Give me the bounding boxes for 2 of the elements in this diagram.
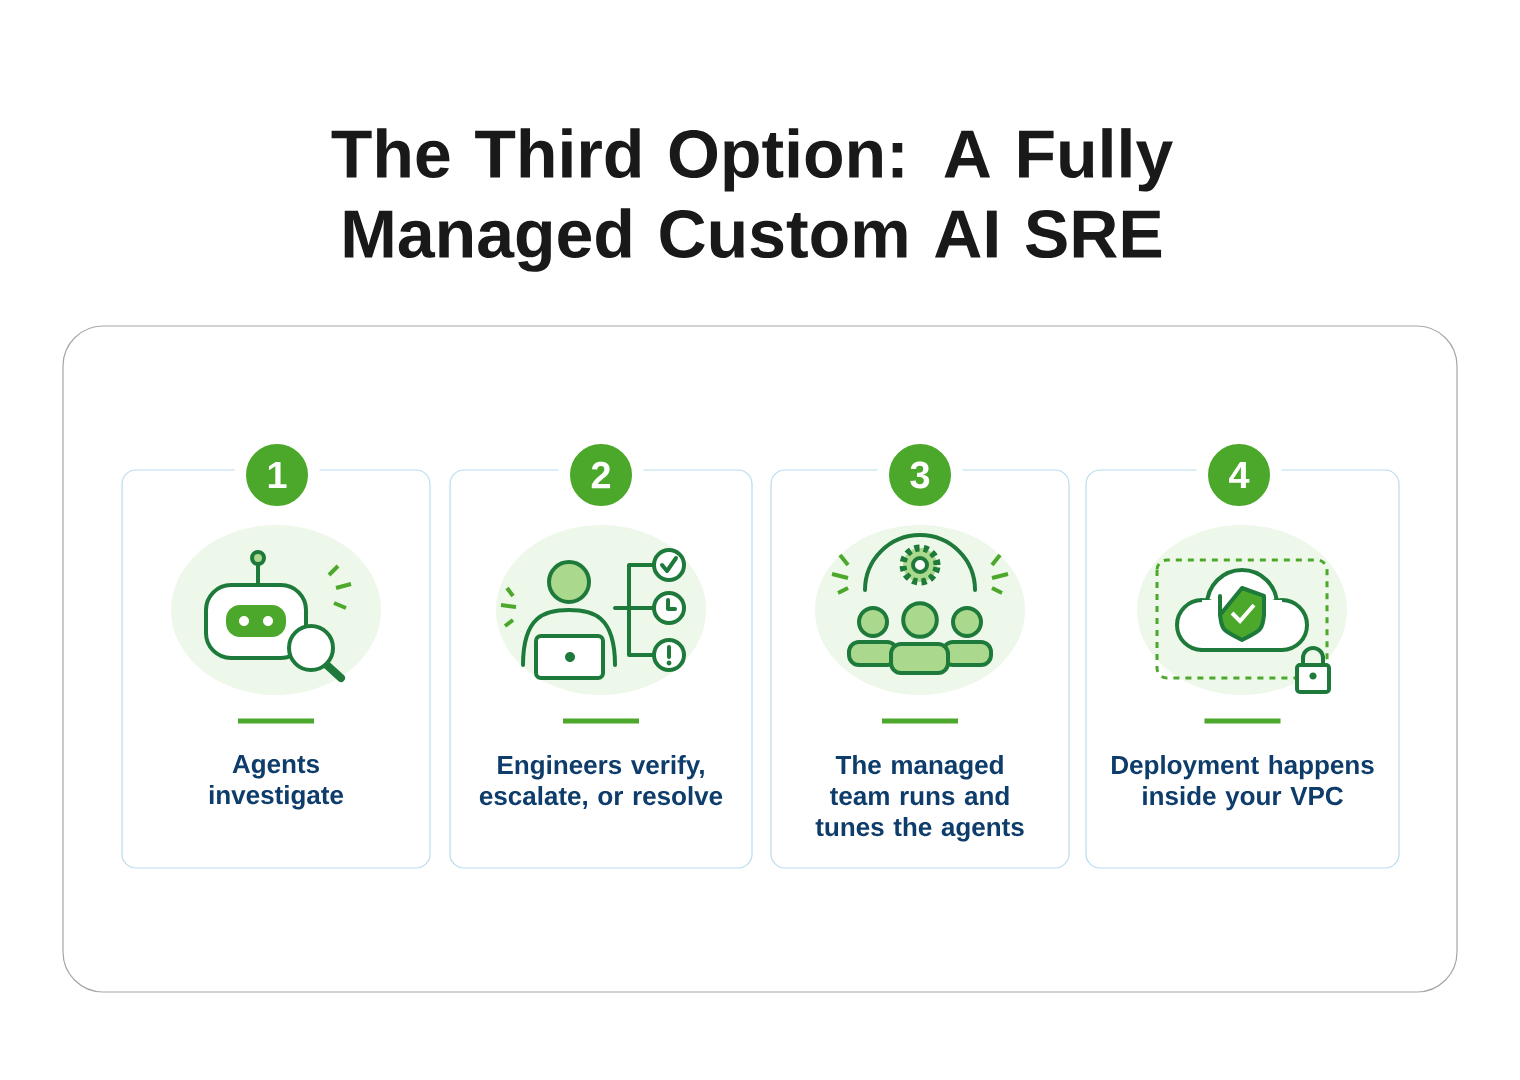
title: The Third Option: A Fully Managed Custom AI SRE bbox=[331, 128, 1173, 272]
panel bbox=[62, 325, 1458, 993]
